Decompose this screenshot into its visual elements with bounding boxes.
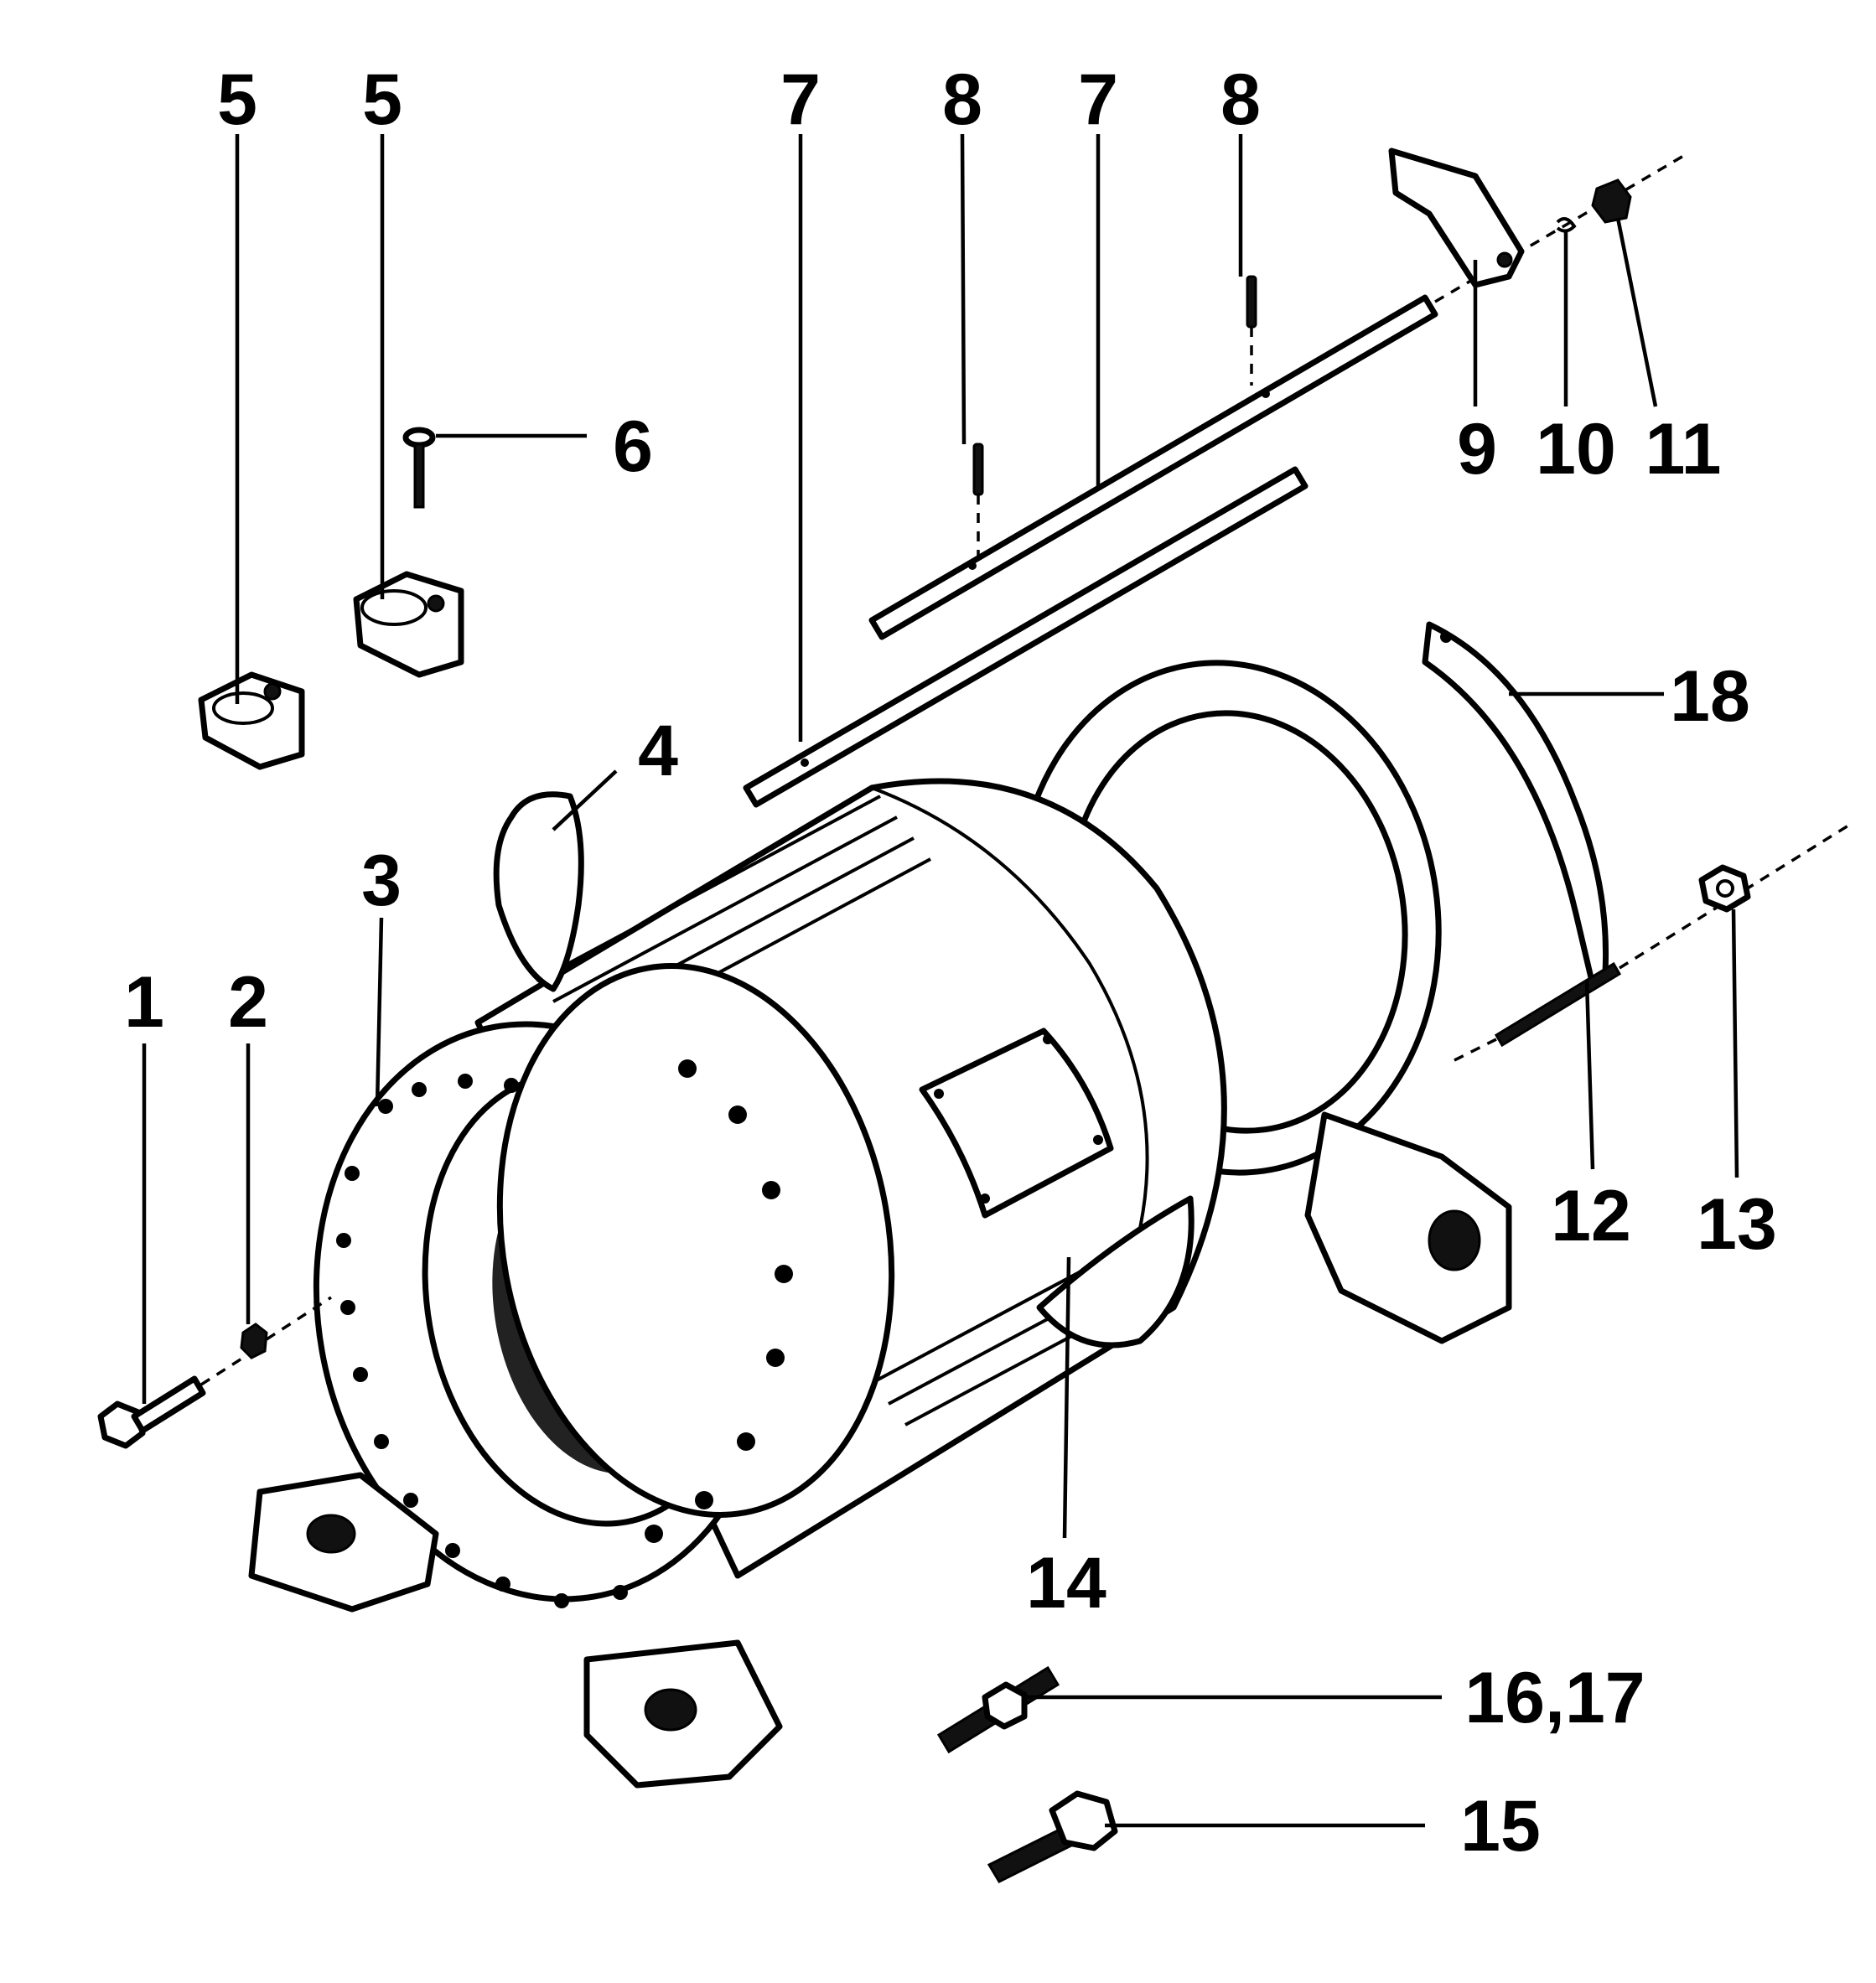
bracket-hole (1440, 631, 1452, 643)
drain-plug-part-15 (987, 1790, 1118, 1883)
callout-8-left: 8 (942, 60, 982, 140)
washer-part-2 (240, 1323, 268, 1359)
screw-part-6 (402, 427, 436, 509)
leader-lines (142, 133, 1739, 1828)
nut-part-11 (1591, 179, 1632, 224)
callout-6: 6 (613, 406, 653, 487)
stud-part-16-17 (936, 1665, 1060, 1754)
callout-12: 12 (1551, 1176, 1631, 1256)
callout-11: 11 (1645, 409, 1722, 489)
gasket-part-4 (493, 791, 584, 992)
callout-5-right: 5 (362, 60, 402, 140)
callout-4: 4 (638, 711, 678, 791)
callout-16-17: 16,17 (1464, 1658, 1645, 1738)
callout-1: 1 (124, 962, 164, 1043)
flange-bolt-holes (336, 1059, 793, 1608)
nut-part-13 (1698, 864, 1751, 913)
rod-axis-upper (1434, 153, 1686, 303)
tie-rod-part-7-upper (868, 294, 1438, 640)
callout-18: 18 (1670, 656, 1750, 737)
callout-7-left: 7 (780, 60, 821, 140)
end-shield-part-3 (248, 963, 895, 1789)
callout-7-right: 7 (1078, 60, 1118, 140)
callout-2: 2 (228, 962, 268, 1043)
callout-labels: 1 2 3 4 5 5 6 7 8 7 8 9 10 11 12 13 14 1… (124, 60, 1777, 1867)
callout-8-right: 8 (1220, 60, 1261, 140)
callout-5-left: 5 (217, 60, 257, 140)
stud-part-12 (1494, 961, 1622, 1048)
callout-3: 3 (361, 841, 402, 921)
pin-part-8-right (1246, 275, 1257, 386)
bracket-part-18 (1422, 621, 1609, 988)
callout-13: 13 (1697, 1184, 1777, 1265)
callout-14: 14 (1026, 1543, 1106, 1623)
cable-clamp-part-5b (353, 571, 464, 678)
cable-clamp-part-5a (198, 671, 305, 770)
bolt-part-1 (97, 1375, 206, 1449)
callout-15: 15 (1460, 1786, 1541, 1867)
lifting-plate-part-9 (1388, 148, 1525, 288)
washer-part-10 (1556, 217, 1577, 233)
pin-part-8-left (972, 443, 984, 557)
callout-10: 10 (1536, 409, 1616, 489)
bolt-axis (200, 1296, 332, 1386)
tie-rod-part-7-lower (743, 466, 1309, 808)
callout-9: 9 (1457, 409, 1497, 489)
